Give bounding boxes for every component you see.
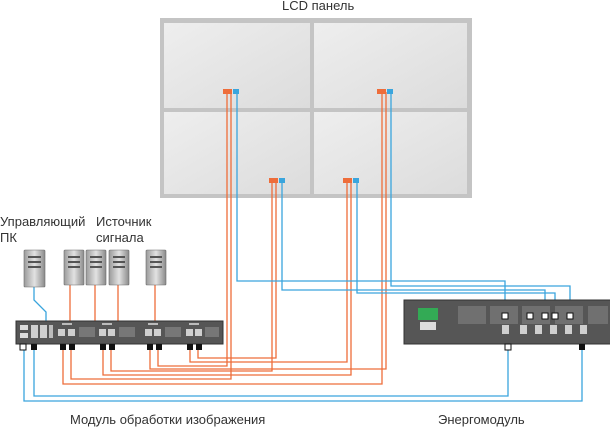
power-module-label: Энергомодуль bbox=[438, 412, 525, 427]
image-processing-module bbox=[15, 320, 224, 345]
power-loop bbox=[23, 343, 583, 402]
lcd-video-wall bbox=[160, 18, 472, 198]
data-cable-1 bbox=[236, 92, 506, 313]
video-cable-5 bbox=[149, 92, 387, 370]
video-cable-7 bbox=[189, 181, 348, 363]
video-cable-6 bbox=[157, 92, 228, 367]
lcd-panel-label: LCD панель bbox=[282, 0, 355, 13]
power-module-ports bbox=[501, 312, 585, 351]
data-cable-3 bbox=[356, 181, 556, 313]
blue-data-cables bbox=[23, 92, 583, 402]
power-module bbox=[403, 299, 610, 345]
panel-connectors bbox=[223, 89, 393, 183]
video-cable-3 bbox=[102, 181, 352, 376]
control-pc-tower bbox=[23, 249, 46, 288]
signal-source-pc-1 bbox=[63, 249, 85, 286]
video-cable-1 bbox=[62, 92, 383, 385]
video-cable-2 bbox=[70, 92, 232, 380]
control-link bbox=[33, 287, 47, 322]
signal-source-pc-3 bbox=[108, 249, 130, 286]
image-module-label: Модуль обработки изображения bbox=[70, 412, 266, 427]
signal-source-label-line2: сигнала bbox=[96, 230, 144, 245]
signal-source-label-line1: Источник bbox=[96, 214, 152, 229]
signal-source-pc-4 bbox=[145, 249, 167, 286]
image-module-ports bbox=[19, 343, 202, 351]
signal-source-computers bbox=[63, 249, 167, 286]
video-cable-4 bbox=[110, 181, 273, 372]
control-return bbox=[33, 343, 509, 397]
control-pc-label-line2: ПК bbox=[0, 230, 17, 245]
signal-source-pc-2 bbox=[85, 249, 107, 286]
orange-video-cables bbox=[62, 92, 387, 385]
control-pc-label-line1: Управляющий bbox=[0, 214, 86, 229]
